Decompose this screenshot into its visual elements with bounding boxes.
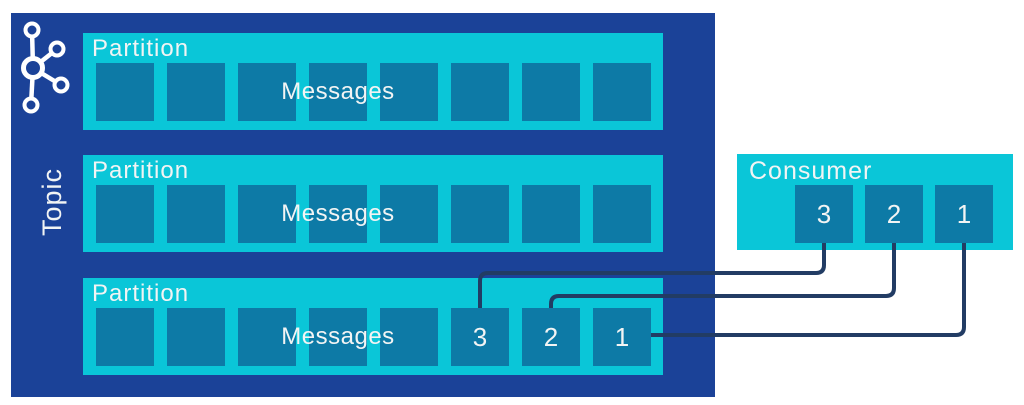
message-square	[309, 185, 367, 243]
partition-3-squares: 3 2 1	[96, 308, 651, 366]
message-square	[451, 185, 509, 243]
consumer-label: Consumer	[749, 157, 873, 185]
message-square	[238, 308, 296, 366]
consumer-box: Consumer 3 2 1	[737, 154, 1013, 250]
topic-container: Topic Partition Messages Partition Messa…	[11, 13, 715, 397]
message-square	[96, 185, 154, 243]
partition-row-1: Partition Messages	[83, 33, 663, 130]
partition-3-label: Partition	[92, 280, 190, 307]
message-square	[380, 63, 438, 121]
message-square	[167, 63, 225, 121]
message-square	[380, 308, 438, 366]
partition-2-label: Partition	[92, 157, 190, 184]
message-square	[238, 185, 296, 243]
partition-1-squares	[96, 63, 651, 121]
consumer-square-1: 1	[935, 185, 993, 243]
partition-2-squares	[96, 185, 651, 243]
consumer-square-3: 3	[795, 185, 853, 243]
partition-row-3: Partition Messages 3 2 1	[83, 278, 663, 375]
partition-1-label: Partition	[92, 35, 190, 62]
topic-label: Topic	[37, 167, 67, 237]
partition-3-messages-label: Messages	[281, 323, 395, 350]
message-square	[238, 63, 296, 121]
message-square	[167, 185, 225, 243]
partition-row-2: Partition Messages	[83, 155, 663, 252]
partition-2-messages-label: Messages	[281, 200, 395, 227]
consumer-square-2: 2	[865, 185, 923, 243]
kafka-logo-icon	[21, 21, 70, 114]
message-square	[522, 185, 580, 243]
message-square	[309, 63, 367, 121]
message-square	[522, 63, 580, 121]
partition-3-message-1: 1	[593, 308, 651, 366]
message-square	[96, 63, 154, 121]
partition-1-messages-label: Messages	[281, 78, 395, 105]
message-square	[167, 308, 225, 366]
message-square	[593, 63, 651, 121]
message-square	[96, 308, 154, 366]
partition-3-message-2: 2	[522, 308, 580, 366]
message-square	[309, 308, 367, 366]
message-square	[593, 185, 651, 243]
message-square	[451, 63, 509, 121]
message-square	[380, 185, 438, 243]
consumer-squares: 3 2 1	[795, 185, 993, 243]
partition-3-message-3: 3	[451, 308, 509, 366]
